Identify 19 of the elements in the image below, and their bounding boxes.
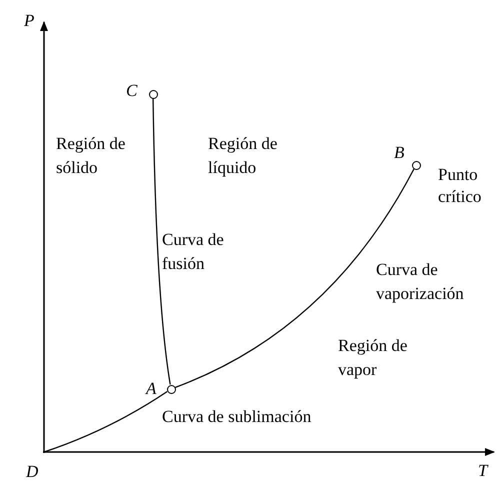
phase-curve	[152, 98, 171, 385]
region-label: Región de vapor	[338, 335, 408, 381]
point-label: A	[146, 378, 156, 400]
region-label: Curva de sublimación	[162, 406, 312, 428]
phase-curve	[44, 391, 168, 453]
point-marker	[166, 384, 176, 394]
point-label: B	[394, 142, 404, 164]
point-marker	[148, 90, 158, 98]
point-label: D	[26, 463, 38, 480]
region-label: Curva de fusión	[162, 229, 225, 275]
region-label: Región de líquido	[208, 133, 278, 179]
phase-curve	[175, 168, 414, 388]
region-label: Curva de vaporización	[376, 259, 465, 305]
axis-label: P	[24, 10, 34, 32]
point-label: C	[126, 80, 138, 102]
point-marker	[412, 160, 420, 170]
axis-label: T	[478, 460, 488, 482]
point-label: Punto crítico	[438, 164, 482, 208]
region-label: Región de sólido	[56, 133, 126, 179]
